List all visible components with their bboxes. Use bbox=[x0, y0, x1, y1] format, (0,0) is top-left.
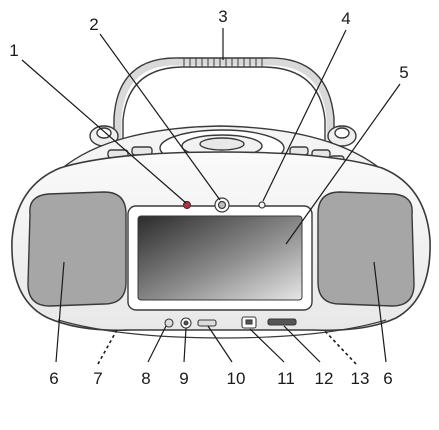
handle-grip-ribs bbox=[183, 58, 263, 67]
card-slot bbox=[267, 318, 297, 326]
left-speaker bbox=[27, 191, 127, 307]
callout-6-right: 6 bbox=[383, 369, 392, 388]
callout-12: 12 bbox=[315, 369, 334, 388]
slot-port bbox=[197, 319, 217, 327]
leader-lines bbox=[21, 28, 401, 363]
callout-2: 2 bbox=[89, 15, 98, 34]
power-indicator-led bbox=[182, 200, 192, 210]
callout-6-left: 6 bbox=[49, 369, 58, 388]
display bbox=[127, 205, 313, 311]
callout-4: 4 bbox=[341, 9, 350, 28]
callout-5: 5 bbox=[399, 63, 408, 82]
callout-8: 8 bbox=[141, 369, 150, 388]
callout-11: 11 bbox=[277, 369, 295, 388]
standby-led bbox=[258, 201, 266, 209]
front-controls bbox=[182, 197, 266, 213]
callout-1: 1 bbox=[9, 41, 18, 60]
carry-handle bbox=[89, 57, 357, 147]
dashed-leader-lines bbox=[97, 327, 357, 365]
right-speaker bbox=[317, 191, 415, 307]
callout-13: 13 bbox=[351, 369, 370, 388]
callout-labels: 1 2 3 4 5 6 6 7 8 9 10 11 12 13 bbox=[9, 7, 408, 388]
callout-10: 10 bbox=[227, 369, 246, 388]
headphone-jack bbox=[164, 318, 174, 328]
display-screen bbox=[137, 215, 303, 301]
callout-9: 9 bbox=[179, 369, 188, 388]
front-ports bbox=[164, 316, 297, 329]
callout-7: 7 bbox=[93, 369, 102, 388]
callout-3: 3 bbox=[218, 7, 227, 26]
